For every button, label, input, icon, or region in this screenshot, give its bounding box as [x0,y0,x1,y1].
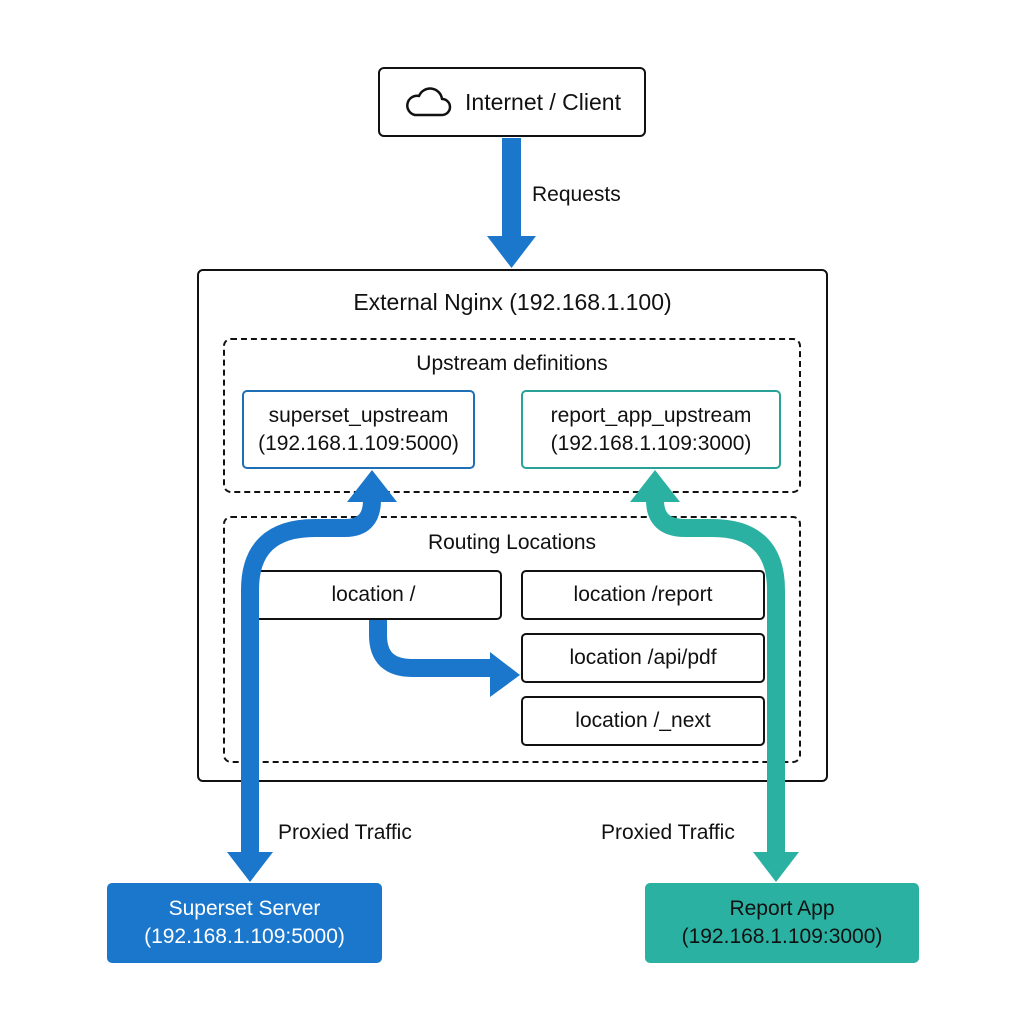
cloud-icon [406,87,452,117]
routing-locations-group [223,516,801,763]
report-app-node: Report App (192.168.1.109:3000) [645,883,919,963]
requests-label: Requests [532,183,621,206]
proxied-traffic-right-label: Proxied Traffic [601,821,735,844]
proxied-traffic-left-label: Proxied Traffic [278,821,412,844]
report-app-name: Report App [729,897,835,920]
superset-server-address: (192.168.1.109:5000) [144,925,345,948]
location-report-node: location /report [521,570,765,620]
superset-server-name: Superset Server [168,897,321,920]
location-next-label: location /_next [575,709,711,732]
location-api-pdf-node: location /api/pdf [521,633,765,683]
superset-server-node: Superset Server (192.168.1.109:5000) [107,883,382,963]
location-root-node: location / [245,570,502,620]
upstream-definitions-group [223,338,801,493]
report-app-upstream-address: (192.168.1.109:3000) [550,431,752,455]
report-app-address: (192.168.1.109:3000) [681,925,883,948]
location-root-label: location / [331,583,416,606]
routing-locations-title: Routing Locations [427,531,597,554]
superset-upstream-name: superset_upstream [268,403,449,427]
location-api-pdf-label: location /api/pdf [569,646,717,669]
superset-upstream-node: superset_upstream (192.168.1.109:5000) [242,390,475,469]
client-label: Internet / Client [465,88,621,115]
location-next-node: location /_next [521,696,765,746]
upstream-definitions-title: Upstream definitions [416,352,608,375]
internet-client-node: Internet / Client [378,67,646,137]
nginx-title: External Nginx (192.168.1.100) [353,289,672,315]
superset-upstream-address: (192.168.1.109:5000) [258,431,459,455]
location-report-label: location /report [573,583,713,606]
nginx-container: External Nginx (192.168.1.100) [197,269,828,782]
report-app-upstream-node: report_app_upstream (192.168.1.109:3000) [521,390,781,469]
report-app-upstream-name: report_app_upstream [550,403,752,427]
requests-arrow [487,138,536,268]
